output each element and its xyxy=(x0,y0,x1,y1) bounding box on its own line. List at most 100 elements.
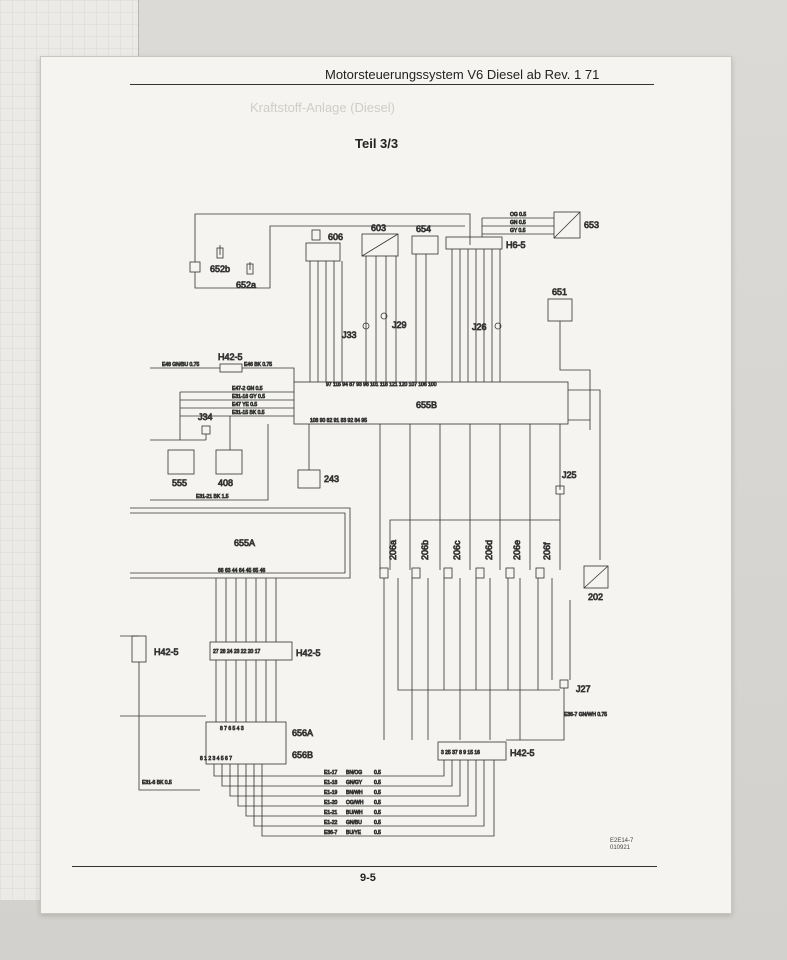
footer-rule xyxy=(72,866,657,867)
label-555: 555 xyxy=(172,478,187,488)
label-655B: 655B xyxy=(416,400,437,410)
sensor-653 xyxy=(553,211,581,239)
label-H42-5-mid: H42-5 xyxy=(296,648,321,658)
pin-labels: 66 63 44 64 45 65 46 xyxy=(218,568,265,574)
stamp-id: E2E14-7 xyxy=(610,838,634,844)
wire xyxy=(506,688,565,741)
wire-color: BN/OG xyxy=(346,770,362,776)
ground-terminal xyxy=(189,261,201,273)
label-653: 653 xyxy=(584,220,599,230)
label-206f: 206f xyxy=(542,542,552,560)
show-through-text: Kraftstoff-Anlage (Diesel) xyxy=(250,100,395,115)
wire-label: OG 0.5 xyxy=(510,212,526,218)
label-652a: 652a xyxy=(236,280,256,290)
wire-id: E1-18 xyxy=(324,780,338,786)
valve-206d xyxy=(475,567,485,579)
wire xyxy=(379,424,561,570)
wire-id: E1-22 xyxy=(324,820,338,826)
wire-label: E31-16 GY 0.5 xyxy=(232,394,265,400)
connector-H42-5-bottom xyxy=(437,741,507,761)
connector-H42-5-mid xyxy=(209,641,293,661)
valve-206f xyxy=(535,567,545,579)
wire-gauge: 0.5 xyxy=(374,810,381,816)
pin-labels: 97 115 94 87 93 98 101 118 121 120 107 1… xyxy=(326,382,437,388)
label-J34: J34 xyxy=(198,412,213,422)
wire xyxy=(559,321,591,430)
sensor-408 xyxy=(215,449,243,475)
wire xyxy=(150,424,310,501)
junction-J33 xyxy=(362,322,370,330)
label-408: 408 xyxy=(218,478,233,488)
valve-206c xyxy=(443,567,453,579)
wire-color: GN/GY xyxy=(346,780,363,786)
wire-id: E1-17 xyxy=(324,770,338,776)
wire-gauge: 0.5 xyxy=(374,780,381,786)
label-J33: J33 xyxy=(342,330,357,340)
wire-bundle xyxy=(383,578,571,740)
wire-color: BN/WH xyxy=(346,790,363,796)
valve-206b xyxy=(411,567,421,579)
label-H6-5: H6-5 xyxy=(506,240,526,250)
wire-bundle xyxy=(215,578,277,722)
label-206b: 206b xyxy=(420,540,430,560)
wire-color: OG/WH xyxy=(346,800,364,806)
label-654: 654 xyxy=(416,224,431,234)
label-652b: 652b xyxy=(210,264,230,274)
wire xyxy=(219,245,251,270)
junction-J34 xyxy=(201,425,211,435)
label-206e: 206e xyxy=(512,540,522,560)
pin-labels: 8 1 2 3 4 5 6 7 xyxy=(200,756,232,762)
label-J26: J26 xyxy=(472,322,487,332)
wire-id: E1-20 xyxy=(324,800,338,806)
wire-label: E31-15 BK 0.5 xyxy=(232,410,265,416)
wire-label: GN 0.5 xyxy=(510,220,526,226)
wire-color: GN/BU xyxy=(346,820,362,826)
connector-H42-5-left xyxy=(131,635,147,663)
label-202: 202 xyxy=(588,592,603,602)
sensor-654 xyxy=(411,235,439,255)
stamp-date: 010921 xyxy=(610,845,631,851)
wire-label: E31-21 BK 1.5 xyxy=(196,494,229,500)
wire xyxy=(120,635,200,791)
wire xyxy=(481,217,554,237)
label-J25: J25 xyxy=(562,470,577,480)
wire xyxy=(194,213,471,262)
label-H42-5-top: H42-5 xyxy=(218,352,243,362)
valve-symbol xyxy=(311,229,321,241)
sensor-555 xyxy=(167,449,195,475)
wire-label: GY 0.5 xyxy=(510,228,526,234)
connector-H42-5-top xyxy=(219,363,243,373)
section-title: Teil 3/3 xyxy=(355,136,399,151)
wire-id: E1-21 xyxy=(324,810,338,816)
sensor-243 xyxy=(297,469,321,489)
label-243: 243 xyxy=(324,474,339,484)
wire-id: E36-7 xyxy=(324,830,338,836)
sensor-diagonal xyxy=(553,211,581,239)
pin-labels: 108 90 82 91 83 92 84 95 xyxy=(310,418,367,424)
wire xyxy=(150,367,295,382)
wire-gauge: 0.5 xyxy=(374,800,381,806)
pin-labels: 27 28 24 23 22 20 17 xyxy=(213,649,260,655)
wire-label: E48 GN/BU 0.75 xyxy=(162,362,199,368)
label-655A: 655A xyxy=(234,538,255,548)
ecu-655A-inner xyxy=(130,512,346,574)
wire-bundle xyxy=(213,760,495,837)
junction-J29 xyxy=(380,312,388,320)
sensor-diagonal xyxy=(583,565,609,589)
label-206d: 206d xyxy=(484,540,494,560)
page-header: Motorsteuerungssystem V6 Diesel ab Rev. … xyxy=(325,67,599,82)
sensor-diagonal xyxy=(361,233,399,257)
wire-gauge: 0.5 xyxy=(374,820,381,826)
wire-color: BU/YE xyxy=(346,830,362,836)
label-H42-5-bottom: H42-5 xyxy=(510,748,535,758)
wire-label: E31-6 BK 0.5 xyxy=(142,780,172,786)
junction-J26 xyxy=(494,322,502,330)
wire xyxy=(150,392,231,450)
junction-J27 xyxy=(559,679,569,689)
wire-label: E47 YE 0.5 xyxy=(232,402,257,408)
wire-gauge: 0.5 xyxy=(374,830,381,836)
wire-color: BU/WH xyxy=(346,810,363,816)
wire-label: E36-7 GN/WH 0.75 xyxy=(564,712,607,718)
wire xyxy=(194,225,465,289)
label-J29: J29 xyxy=(392,320,407,330)
